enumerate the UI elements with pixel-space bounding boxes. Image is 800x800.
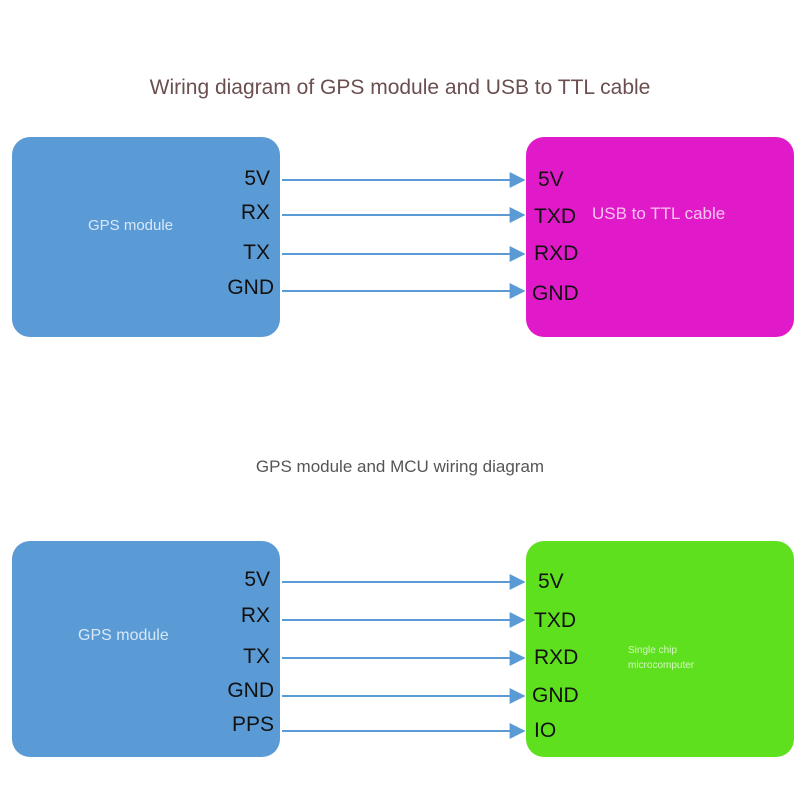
- gps-pin-gnd-bottom: GND: [227, 679, 274, 702]
- usb-pin-rxd: RXD: [534, 242, 579, 265]
- mcu-pin-io: IO: [534, 719, 557, 742]
- mcu-label: Single chip microcomputer: [628, 643, 694, 673]
- mcu-pin-gnd: GND: [532, 684, 579, 707]
- gps-module-box-top: [12, 137, 280, 337]
- mcu-pin-txd: TXD: [534, 609, 576, 632]
- usb-ttl-label: USB to TTL cable: [592, 204, 726, 223]
- gps-pin-gnd-top: GND: [227, 276, 274, 299]
- gps-pin-tx-top: TX: [243, 241, 270, 264]
- gps-pin-rx-bottom: RX: [240, 604, 270, 627]
- gps-pin-rx-top: RX: [240, 201, 270, 224]
- gps-pin-5v-top: 5V: [244, 167, 270, 190]
- diagram-title-bottom: GPS module and MCU wiring diagram: [255, 457, 545, 476]
- mcu-box: [526, 541, 794, 757]
- usb-pin-gnd: GND: [532, 282, 579, 305]
- mcu-pin-5v: 5V: [538, 570, 564, 593]
- gps-pin-5v-bottom: 5V: [244, 568, 270, 591]
- gps-module-box-bottom: [12, 541, 280, 757]
- diagram-title-top: Wiring diagram of GPS module and USB to …: [149, 76, 651, 99]
- usb-pin-5v: 5V: [538, 168, 564, 191]
- gps-module-label-top: GPS module: [88, 217, 174, 234]
- gps-pin-tx-bottom: TX: [243, 645, 270, 668]
- mcu-pin-rxd: RXD: [534, 646, 579, 669]
- mcu-label-line2: microcomputer: [628, 660, 695, 671]
- usb-pin-txd: TXD: [534, 205, 576, 228]
- mcu-label-line1: Single chip: [628, 645, 677, 656]
- gps-pin-pps: PPS: [231, 713, 274, 736]
- usb-ttl-box: [526, 137, 794, 337]
- gps-module-label-bottom: GPS module: [78, 627, 169, 644]
